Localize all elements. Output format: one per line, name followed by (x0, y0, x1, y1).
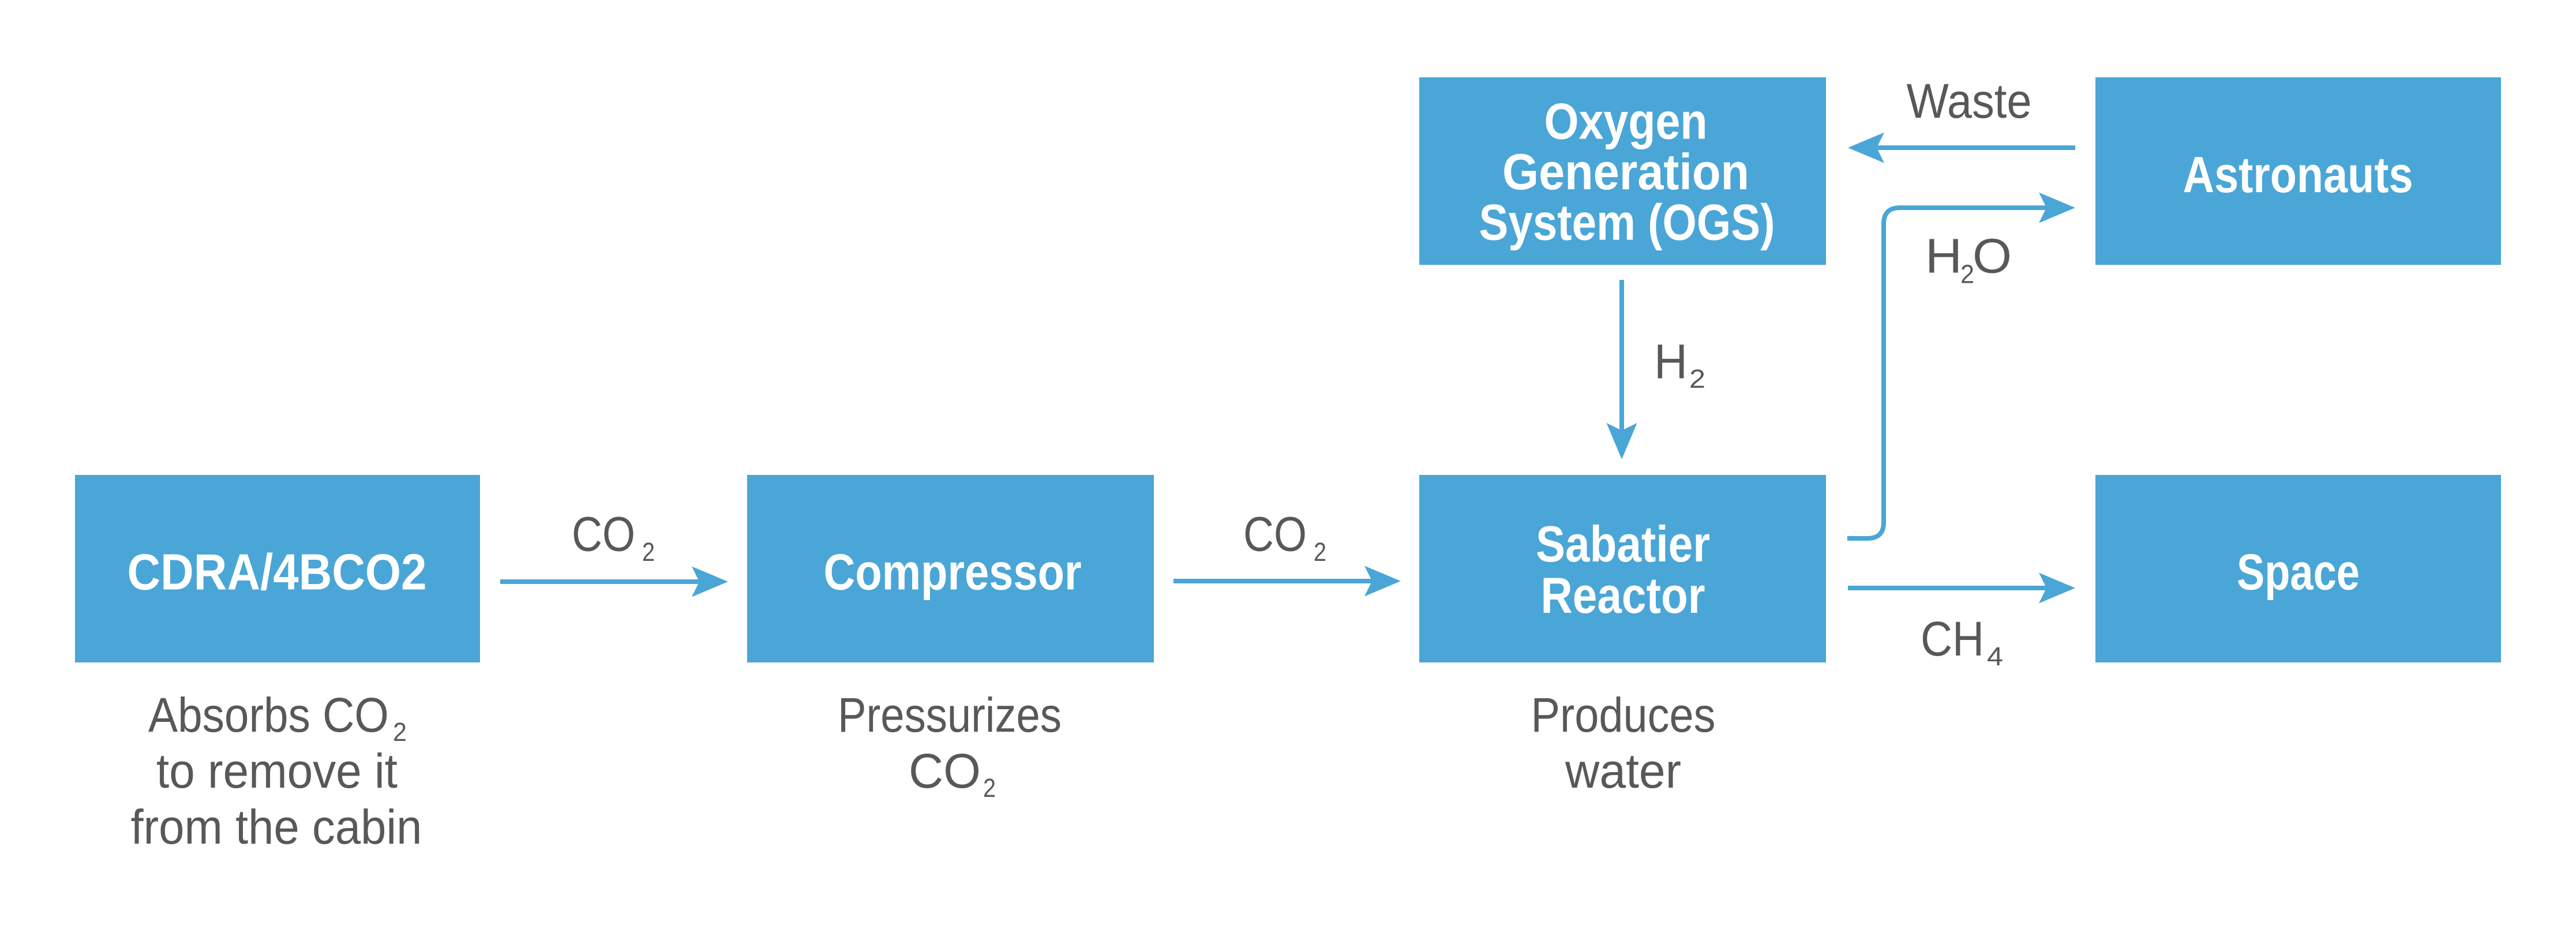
svg-text:Produces: Produces (1531, 688, 1716, 742)
svg-text:CO2: CO2 (1243, 507, 1326, 567)
svg-text:H2O: H2O (1925, 229, 2012, 289)
svg-text:Compressor: Compressor (824, 544, 1082, 601)
svg-text:water: water (1565, 744, 1681, 798)
svg-text:Pressurizes: Pressurizes (838, 688, 1062, 742)
svg-text:System (OGS): System (OGS) (1479, 194, 1775, 251)
svg-text:Oxygen: Oxygen (1544, 93, 1708, 150)
svg-text:H2: H2 (1654, 335, 1705, 394)
svg-text:CDRA/4BCO2: CDRA/4BCO2 (128, 544, 427, 601)
svg-text:Sabatier: Sabatier (1536, 515, 1710, 572)
svg-text:Space: Space (2237, 544, 2360, 601)
svg-text:to remove it: to remove it (156, 744, 398, 798)
svg-text:Waste: Waste (1907, 74, 2032, 128)
svg-text:CO2: CO2 (572, 507, 655, 567)
svg-text:Reactor: Reactor (1541, 567, 1705, 624)
svg-text:Generation: Generation (1502, 143, 1749, 200)
svg-text:Absorbs CO2: Absorbs CO2 (148, 688, 407, 747)
svg-text:CO2: CO2 (909, 744, 996, 803)
svg-text:CH4: CH4 (1921, 612, 2003, 671)
svg-text:Astronauts: Astronauts (2183, 146, 2413, 203)
svg-text:from the cabin: from the cabin (131, 800, 422, 854)
